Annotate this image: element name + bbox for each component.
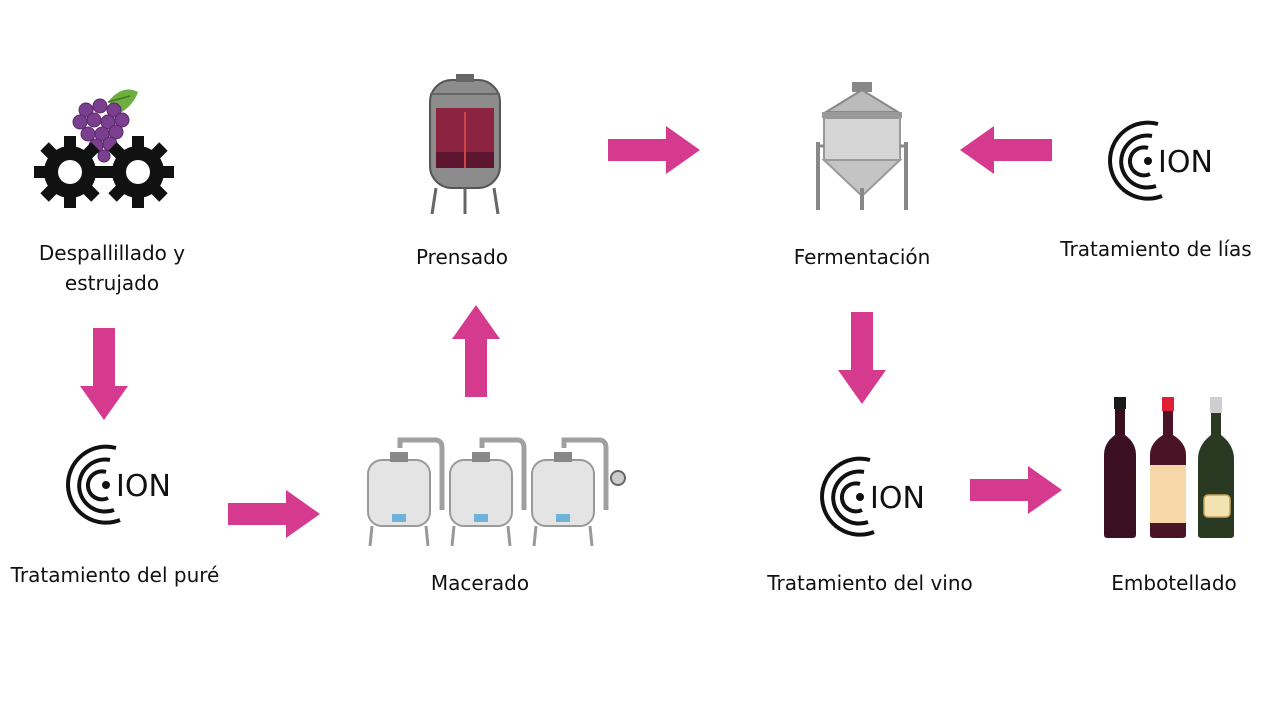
step-label-pure: Tratamiento del puré [10,563,220,587]
step-label-vino: Tratamiento del vino [767,571,973,595]
grapes-gears-icon [34,89,174,208]
arrow-left-1 [960,126,1052,174]
ion-logo-text: ION [870,481,925,516]
tanks-icon [367,437,626,547]
step-label-prensado: Prensado [415,245,509,269]
step-label-fermentacion: Fermentación [793,245,931,269]
step-label-despalillado: Despallillado y estrujado [39,238,185,298]
arrow-up-1 [452,305,500,397]
ion-logo-icon: ION [820,456,925,537]
step-label-despalillado-line1: Despallillado y [38,241,186,265]
arrow-down-1 [80,328,128,420]
arrow-right-3 [970,466,1062,514]
step-label-despalillado-line2: estrujado [64,271,160,295]
press-icon [429,74,501,215]
arrow-right-1 [228,490,320,538]
ion-logo-text: ION [1158,145,1213,180]
ion-logo-icon: ION [1108,120,1213,201]
arrow-down-2 [838,312,886,404]
ion-logo-icon: ION [66,444,171,525]
ion-logo-text: ION [116,469,171,504]
fermenter-icon [816,82,908,210]
step-label-lias: Tratamiento de lías [1060,237,1252,261]
step-label-embotellado: Embotellado [1111,571,1237,595]
arrow-right-2 [608,126,700,174]
step-label-macerado: Macerado [430,571,530,595]
bottles-icon [1104,397,1234,538]
